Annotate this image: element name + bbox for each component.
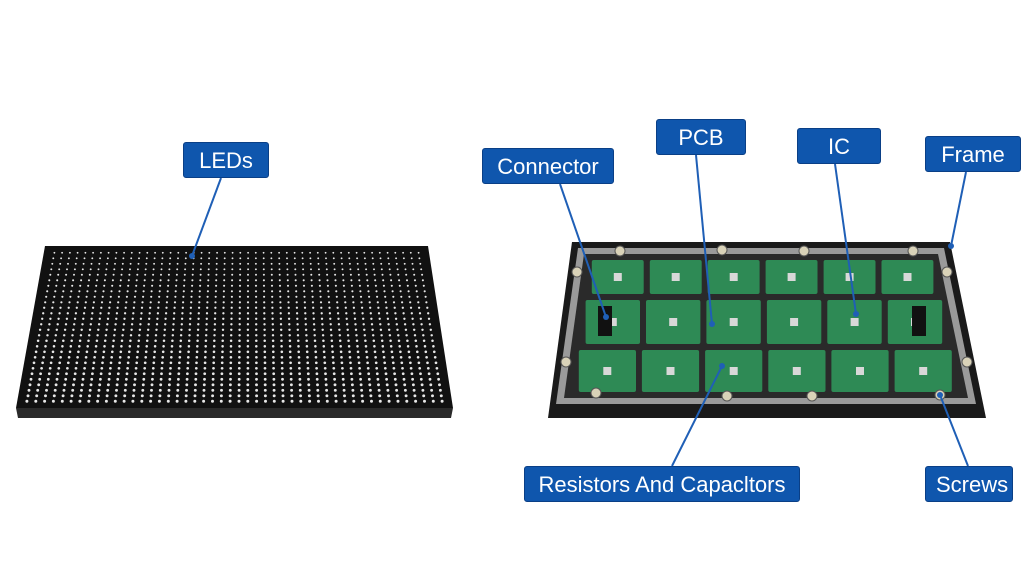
led-dot-grid — [25, 251, 444, 403]
led-module-front — [16, 246, 453, 418]
label-frame: Frame — [925, 136, 1021, 172]
screw-set — [560, 244, 973, 402]
label-resistors-and-capacitors: Resistors And Capacltors — [524, 466, 800, 502]
leader-lines — [191, 154, 969, 467]
leader-pcb — [695, 154, 713, 325]
leader-leds — [191, 177, 222, 257]
label-screws: Screws — [925, 466, 1013, 502]
leader-connector — [559, 183, 607, 318]
label-leds: LEDs — [183, 142, 269, 178]
leader-resistors — [671, 365, 723, 467]
leader-frame — [950, 171, 967, 247]
label-ic: IC — [797, 128, 881, 164]
pcb-board — [578, 260, 952, 392]
leader-ic — [834, 163, 857, 315]
leader-endpoints — [189, 243, 954, 398]
connector-part — [598, 306, 926, 336]
module-back — [548, 242, 986, 418]
leader-screws — [939, 394, 969, 467]
label-connector: Connector — [482, 148, 614, 184]
label-pcb: PCB — [656, 119, 746, 155]
